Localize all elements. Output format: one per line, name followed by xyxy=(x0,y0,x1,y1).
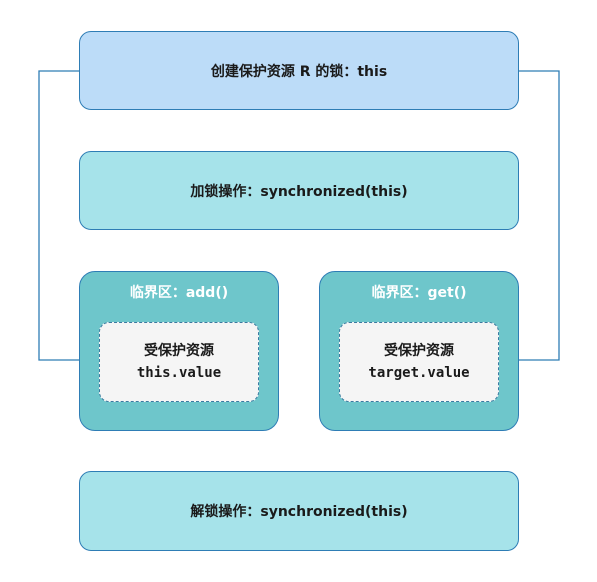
unlock-operation-box: 解锁操作：synchronized(this) xyxy=(79,471,519,551)
protected-resource-value: target.value xyxy=(368,365,470,381)
lock-operation-label: 加锁操作：synchronized(this) xyxy=(190,183,408,200)
lock-object-box: 创建保护资源 R 的锁：this xyxy=(79,31,519,110)
unlock-operation-label: 解锁操作：synchronized(this) xyxy=(190,504,408,520)
critical-section-title: 临界区：get() xyxy=(371,285,467,301)
critical-section-title: 临界区：add() xyxy=(129,285,229,301)
critical-section-add: 临界区：add() 受保护资源 this.value xyxy=(79,271,279,431)
protected-resource-box: 受保护资源 this.value xyxy=(99,322,259,402)
protected-resource-label: 受保护资源 xyxy=(384,343,454,359)
connector-right xyxy=(498,70,560,364)
connector-left xyxy=(38,70,98,364)
lock-operation-box: 加锁操作：synchronized(this) xyxy=(79,151,519,230)
lock-object-label: 创建保护资源 R 的锁：this xyxy=(210,63,388,80)
protected-resource-value: this.value xyxy=(136,365,222,381)
protected-resource-box: 受保护资源 target.value xyxy=(339,322,499,402)
protected-resource-label: 受保护资源 xyxy=(144,343,214,359)
critical-section-get: 临界区：get() 受保护资源 target.value xyxy=(319,271,519,431)
